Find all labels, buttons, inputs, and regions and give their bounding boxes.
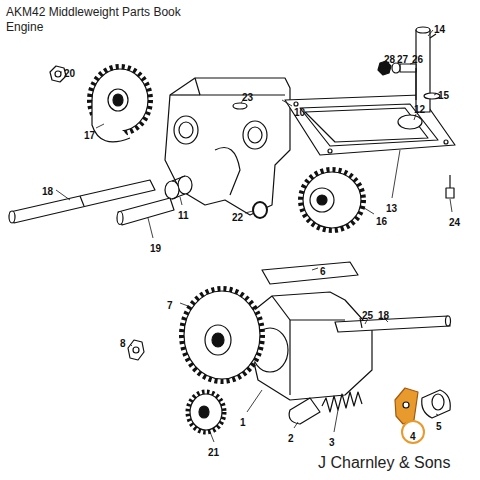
label-anchor: 8 — [120, 334, 126, 350]
label-anchor: 11 — [178, 206, 189, 222]
callout-number: 8 — [120, 338, 126, 349]
label-anchor: 16 — [376, 212, 387, 228]
label-anchor: 27 — [397, 50, 408, 66]
callout-number: 11 — [178, 210, 189, 221]
label-anchor: Engine — [6, 18, 43, 34]
callout-number: 24 — [449, 217, 460, 228]
callout-number: 23 — [242, 92, 253, 103]
label-anchor: 13 — [386, 199, 397, 215]
label-anchor: 20 — [64, 64, 75, 80]
callout-number: 22 — [232, 212, 243, 223]
label-anchor: 23 — [242, 88, 253, 104]
label-anchor: 5 — [436, 417, 442, 433]
label-anchor: 3 — [329, 433, 335, 449]
callout-number: 21 — [208, 447, 219, 458]
label-anchor: 12 — [414, 100, 425, 116]
label-anchor: 17 — [84, 126, 95, 142]
callout-number: 1 — [240, 417, 246, 428]
callout-number: 27 — [397, 54, 408, 65]
label-anchor: 26 — [412, 50, 423, 66]
label-anchor: 19 — [150, 239, 161, 255]
publisher-name: J Charnley & Sons — [318, 454, 451, 471]
label-anchor: 18 — [42, 182, 53, 198]
label-anchor: 14 — [434, 20, 445, 36]
callout-number: 12 — [414, 104, 425, 115]
callout-number: 17 — [84, 130, 95, 141]
label-anchor: 10 — [294, 103, 305, 119]
callout-number: 19 — [150, 243, 161, 254]
callout-number: 5 — [436, 421, 442, 432]
callout-number: 6 — [320, 266, 326, 277]
label-anchor: 1 — [240, 413, 246, 429]
title-text: Engine — [6, 20, 43, 34]
callout-number: 25 — [362, 310, 373, 321]
label-anchor: 24 — [449, 213, 460, 229]
label-anchor: 22 — [232, 208, 243, 224]
label-anchor: 18 — [378, 306, 389, 322]
callout-number: 26 — [412, 54, 423, 65]
callout-number: 28 — [384, 54, 395, 65]
callout-number: 3 — [329, 437, 335, 448]
callout-number: 15 — [438, 90, 449, 101]
callout-number: 13 — [386, 203, 397, 214]
label-anchor: 7 — [167, 296, 173, 312]
label-anchor: 2 — [288, 429, 294, 445]
label-anchor: 6 — [320, 262, 326, 278]
callout-number: 2 — [288, 433, 294, 444]
label-anchor: 4 — [410, 427, 416, 443]
title-text: AKM42 Middleweight Parts Book — [6, 5, 181, 19]
callout-number: 7 — [167, 300, 173, 311]
callout-number: 18 — [378, 310, 389, 321]
callout-number: 16 — [376, 216, 387, 227]
label-anchor: 25 — [362, 306, 373, 322]
label-anchor: 21 — [208, 443, 219, 459]
label-anchor: 28 — [384, 50, 395, 66]
callout-number: 20 — [64, 68, 75, 79]
label-anchor: J Charnley & Sons — [318, 455, 451, 471]
label-anchor: AKM42 Middleweight Parts Book — [6, 3, 181, 19]
callout-number: 18 — [42, 186, 53, 197]
label-anchor: 15 — [438, 86, 449, 102]
callout-number: 14 — [434, 24, 445, 35]
callout-number: 4 — [410, 431, 416, 442]
callout-number: 10 — [294, 107, 305, 118]
